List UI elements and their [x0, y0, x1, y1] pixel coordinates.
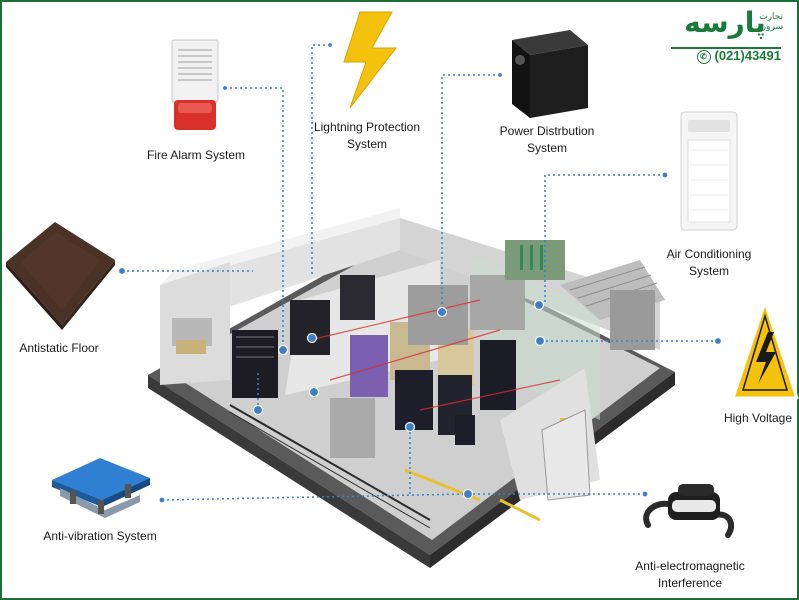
power-distribution-icon	[512, 30, 588, 118]
data-center-building	[148, 208, 675, 568]
fire-alarm-icon	[171, 39, 219, 130]
antistatic-floor-tile-icon	[6, 222, 115, 330]
connector-power	[441, 74, 500, 312]
brand-subtitle: تجارت سرور	[759, 12, 783, 32]
label-anti-emi: Anti-electromagnetic Interference	[635, 559, 745, 590]
connector-lines	[122, 44, 718, 501]
label-fire-alarm: Fire Alarm System	[146, 148, 246, 162]
brand-name: پارسه	[684, 6, 766, 39]
phone-number: ✆(021)43491	[696, 48, 781, 64]
phone-icon: ✆	[696, 50, 711, 64]
label-high-voltage: High Voltage	[723, 411, 793, 425]
connector-air	[544, 174, 665, 305]
label-power-distribution: Power Distrbution System	[499, 124, 595, 155]
high-voltage-warning-icon	[731, 300, 799, 400]
label-air-conditioning: Air Conditioning System	[666, 247, 752, 278]
connector-antivibration	[161, 493, 469, 501]
label-lightning-protection: Lightning Protection System	[313, 120, 421, 151]
lightning-bolt-icon	[343, 11, 398, 109]
emi-ferrite-cable-icon	[643, 484, 735, 538]
connector-dots	[117, 41, 723, 504]
anti-vibration-platform-icon	[52, 458, 150, 518]
connector-lightning	[311, 44, 330, 275]
label-anti-vibration: Anti-vibration System	[43, 529, 157, 543]
label-antistatic-floor: Antistatic Floor	[19, 341, 99, 355]
brand-underline	[671, 47, 781, 49]
air-conditioner-icon	[680, 111, 738, 231]
brand-logo: پارسه تجارت سرور	[665, 8, 785, 68]
